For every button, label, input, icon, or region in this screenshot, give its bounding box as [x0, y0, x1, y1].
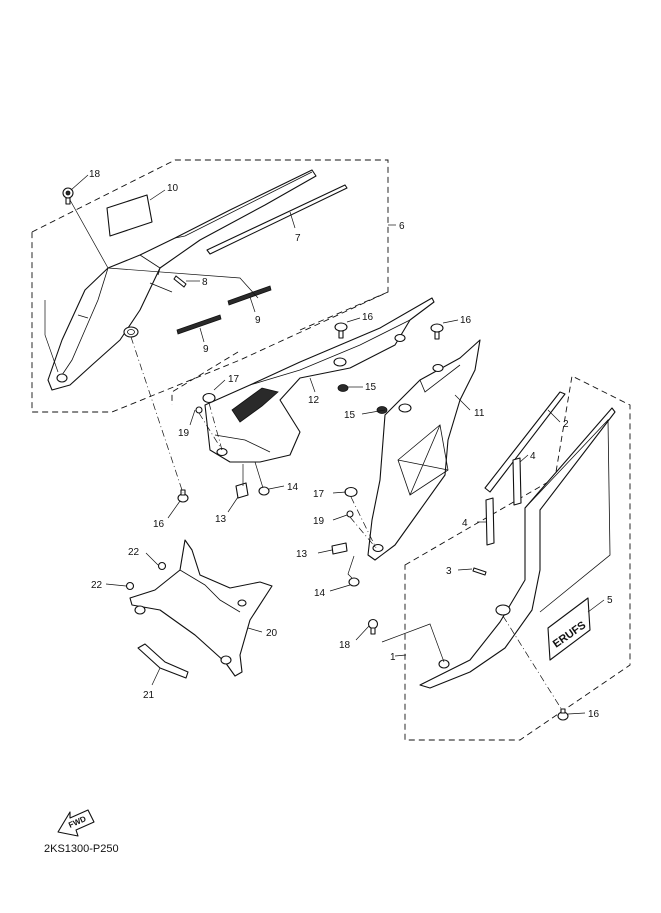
screw-16-top-a	[334, 322, 348, 339]
damper-14-a	[258, 486, 270, 496]
collar-17-b	[344, 486, 358, 498]
callout-13: 13	[296, 549, 308, 560]
callout-16: 16	[153, 519, 165, 530]
callout-22: 22	[91, 580, 103, 591]
callout-7: 7	[295, 233, 301, 244]
lower-side-cover	[419, 407, 616, 689]
callout-13: 13	[215, 514, 227, 525]
callout-20: 20	[266, 628, 278, 639]
strip-4-lower	[485, 497, 495, 546]
callout-15: 15	[365, 382, 377, 393]
group-boundary-upper-left	[31, 159, 389, 413]
stripe-7	[206, 184, 348, 255]
callout-6: 6	[399, 221, 405, 232]
upper-side-cover	[47, 169, 317, 391]
strip-9-left	[176, 314, 222, 335]
callout-3: 3	[446, 566, 452, 577]
callout-21: 21	[143, 690, 155, 701]
callout-16: 16	[460, 315, 472, 326]
decal-10	[106, 194, 153, 237]
strip-9-right	[227, 285, 272, 306]
bolt-19-a	[195, 406, 203, 414]
callout-11: 11	[474, 408, 485, 419]
callout-10: 10	[167, 183, 179, 194]
callout-22: 22	[128, 547, 140, 558]
assembly-lines	[44, 199, 563, 711]
callout-16: 16	[362, 312, 374, 323]
callout-19: 19	[313, 516, 325, 527]
callout-17: 17	[313, 489, 325, 500]
callout-1: 1	[390, 652, 396, 663]
pin-3	[472, 567, 487, 576]
trim-21	[137, 643, 189, 679]
callout-12: 12	[308, 395, 320, 406]
screw-18-bottom	[367, 618, 379, 635]
screw-18-top	[62, 187, 74, 205]
callout-16: 16	[588, 709, 600, 720]
badge-5: ERUFS	[547, 597, 591, 661]
callout-14: 14	[287, 482, 299, 493]
stripe-2	[484, 391, 566, 493]
callout-18: 18	[89, 169, 101, 180]
grommet-15-a	[337, 384, 349, 392]
callout-4: 4	[530, 451, 536, 462]
callout-15: 15	[344, 410, 356, 421]
middle-cover-12	[204, 297, 435, 463]
collar-17-a	[202, 392, 216, 404]
lower-cover-20	[129, 539, 273, 677]
callout-9: 9	[255, 315, 261, 326]
screw-22-left	[125, 581, 135, 591]
screw-16-mid	[177, 489, 189, 503]
damper-14-b	[348, 577, 360, 587]
callout-17: 17	[228, 374, 240, 385]
diagram-code: 2KS1300-P250	[44, 843, 119, 855]
frame-cover-11	[367, 339, 481, 561]
callout-8: 8	[202, 277, 208, 288]
bolt-19-b	[346, 510, 354, 518]
callout-numbers: 18 10 7 6 8 9 9 16 16 15 15 12 11 17 19 …	[89, 169, 613, 720]
nut-13-a	[235, 482, 249, 499]
pin-8	[173, 275, 187, 288]
screw-16-bottom	[557, 708, 569, 721]
group-boundary-middle	[171, 291, 389, 405]
screw-22-top	[157, 561, 167, 571]
callout-4: 4	[462, 518, 468, 529]
callout-2: 2	[563, 419, 569, 430]
nut-13-b	[331, 542, 348, 555]
callout-leaders	[70, 174, 605, 715]
group-boundary-lower-right	[404, 375, 631, 741]
callout-19: 19	[178, 428, 190, 439]
screw-16-top-b	[430, 323, 444, 340]
callout-5: 5	[607, 595, 613, 606]
callout-18: 18	[339, 640, 351, 651]
callout-9: 9	[203, 344, 209, 355]
strip-4-upper	[512, 457, 522, 506]
callout-14: 14	[314, 588, 326, 599]
fwd-arrow-icon: FWD	[57, 809, 95, 837]
grommet-15-b	[376, 406, 388, 414]
